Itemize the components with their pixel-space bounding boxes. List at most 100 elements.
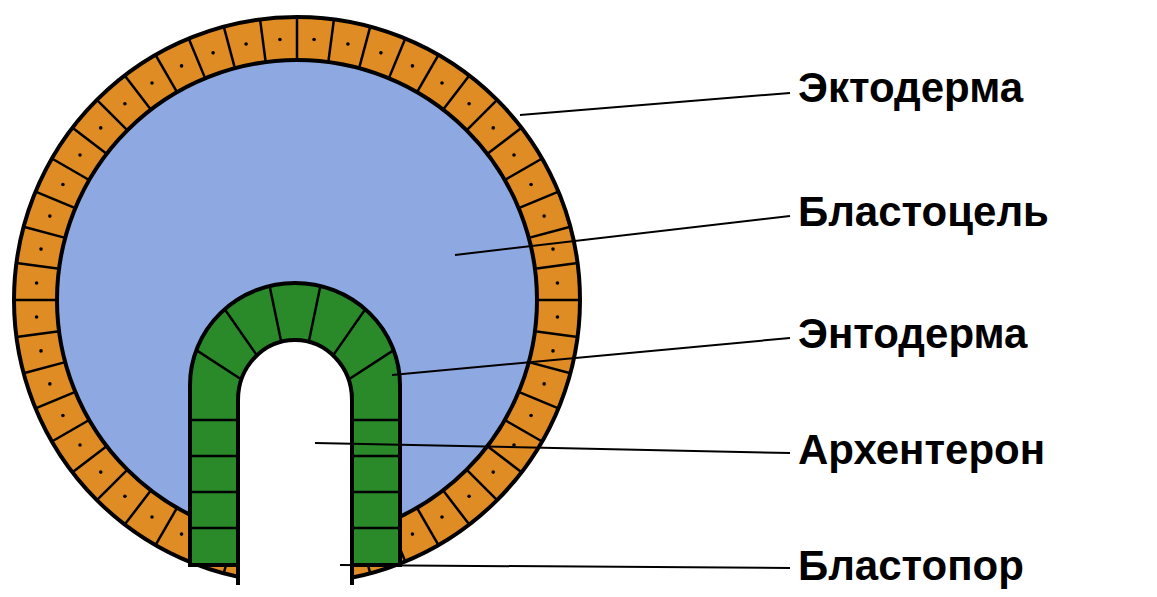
cell-nucleus xyxy=(467,102,471,106)
cell-nucleus xyxy=(312,38,316,42)
cell-wall xyxy=(486,128,522,155)
cell-nucleus xyxy=(244,42,248,46)
cell-wall xyxy=(24,362,67,374)
cell-wall xyxy=(52,159,91,182)
cell-wall xyxy=(517,192,559,209)
cell-wall xyxy=(36,391,78,408)
cell-nucleus xyxy=(35,315,39,319)
cell-nucleus xyxy=(512,153,516,157)
cell-wall xyxy=(156,55,179,94)
cell-nucleus xyxy=(440,81,444,85)
cell-wall xyxy=(535,299,580,302)
cell-nucleus xyxy=(78,153,82,157)
cell-wall xyxy=(97,100,129,132)
cell-wall xyxy=(52,419,91,442)
cell-wall xyxy=(156,506,179,545)
cell-nucleus xyxy=(529,414,533,418)
archenteron-cavity xyxy=(238,340,352,597)
cell-wall xyxy=(16,331,61,337)
cell-nucleus xyxy=(39,247,43,251)
cell-nucleus xyxy=(39,349,43,353)
cell-nucleus xyxy=(556,281,560,285)
cell-wall xyxy=(16,263,61,269)
part-label: Бластопор xyxy=(798,545,1024,587)
leader-line xyxy=(340,565,790,568)
cell-nucleus xyxy=(150,81,154,85)
cell-wall xyxy=(72,128,108,155)
leader-line xyxy=(315,443,790,453)
cell-nucleus xyxy=(440,515,444,519)
cell-wall xyxy=(527,227,570,239)
leader-line xyxy=(520,93,790,115)
cell-nucleus xyxy=(379,51,383,55)
cell-nucleus xyxy=(467,494,471,498)
cell-wall xyxy=(328,19,334,64)
cell-wall xyxy=(189,39,206,81)
cell-nucleus xyxy=(48,214,52,218)
cell-nucleus xyxy=(529,183,533,187)
part-label: Энтодерма xyxy=(798,313,1027,355)
cell-nucleus xyxy=(123,494,127,498)
cell-wall xyxy=(442,489,469,525)
cell-wall xyxy=(196,350,241,379)
cell-nucleus xyxy=(35,281,39,285)
cell-wall xyxy=(260,19,266,64)
cell-wall xyxy=(503,419,542,442)
cell-nucleus xyxy=(78,443,82,447)
cell-nucleus xyxy=(211,51,215,55)
cell-wall xyxy=(416,506,439,545)
cell-nucleus xyxy=(491,470,495,474)
part-label: Бластоцель xyxy=(798,191,1049,233)
cell-wall xyxy=(14,299,59,302)
cell-wall xyxy=(333,309,365,355)
cell-wall xyxy=(97,468,129,500)
cell-wall xyxy=(190,455,238,458)
cell-wall xyxy=(352,527,400,530)
cell-wall xyxy=(533,263,578,269)
cell-nucleus xyxy=(123,102,127,106)
cell-nucleus xyxy=(542,214,546,218)
cell-wall xyxy=(125,75,152,111)
cell-nucleus xyxy=(411,64,415,68)
cell-wall xyxy=(309,286,321,342)
cell-nucleus xyxy=(48,382,52,386)
cell-wall xyxy=(296,17,299,62)
cell-nucleus xyxy=(61,183,65,187)
cell-nucleus xyxy=(180,64,184,68)
cell-wall xyxy=(224,27,236,70)
leader-line xyxy=(455,216,790,255)
cell-wall xyxy=(270,286,282,342)
cell-wall xyxy=(352,419,400,422)
cell-nucleus xyxy=(556,315,560,319)
cell-wall xyxy=(190,419,238,422)
cell-wall xyxy=(190,527,238,530)
cell-wall xyxy=(533,331,578,337)
cell-nucleus xyxy=(411,532,415,536)
leader-lines xyxy=(315,93,790,568)
part-label: Эктодерма xyxy=(798,67,1023,109)
cell-wall xyxy=(125,489,152,525)
cell-wall xyxy=(225,309,257,355)
cell-nucleus xyxy=(180,532,184,536)
cell-nucleus xyxy=(61,414,65,418)
cell-wall xyxy=(527,362,570,374)
cell-wall xyxy=(517,391,559,408)
cell-wall xyxy=(465,100,497,132)
cell-wall xyxy=(72,445,108,472)
cell-wall xyxy=(388,39,405,81)
cell-wall xyxy=(359,27,371,70)
cell-nucleus xyxy=(551,247,555,251)
part-label: Архентерон xyxy=(798,429,1045,471)
cell-wall xyxy=(190,491,238,494)
cell-nucleus xyxy=(346,42,350,46)
cell-nucleus xyxy=(542,382,546,386)
cell-wall xyxy=(352,491,400,494)
cell-wall xyxy=(36,192,78,209)
cell-wall xyxy=(349,350,394,379)
cell-nucleus xyxy=(99,470,103,474)
cell-wall xyxy=(486,445,522,472)
cell-wall xyxy=(24,227,67,239)
cell-nucleus xyxy=(278,38,282,42)
cell-wall xyxy=(465,468,497,500)
blastopore-opening xyxy=(236,585,356,597)
